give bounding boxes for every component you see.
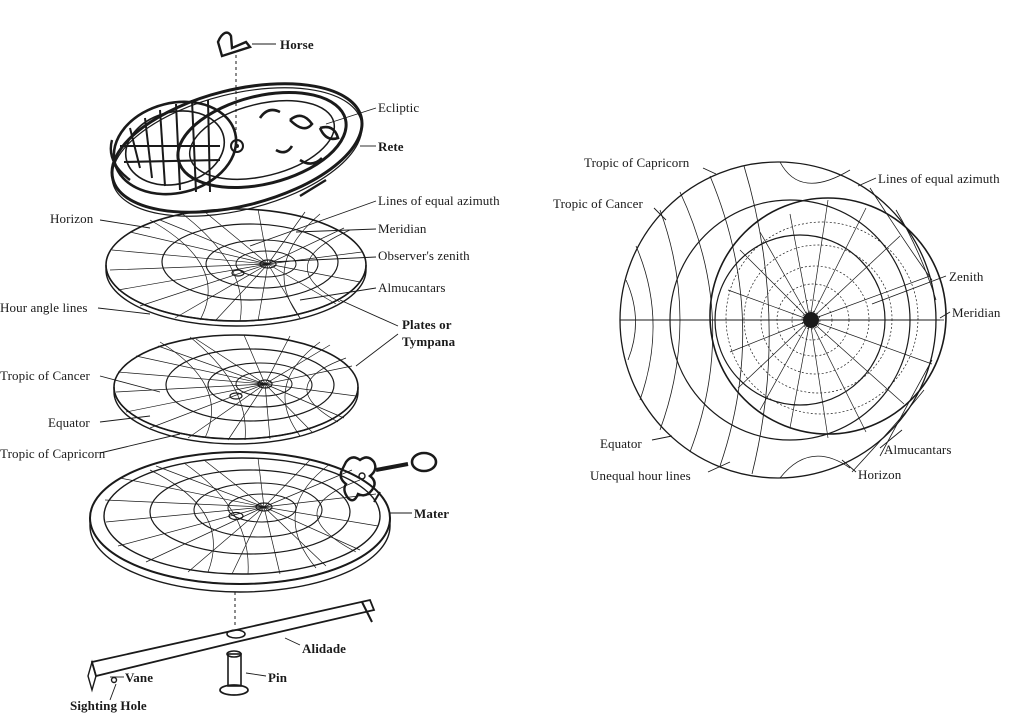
exploded-view [87,31,438,701]
label-unequal-hour-lines: Unequal hour lines [590,468,691,483]
label-lines-equal-azimuth: Lines of equal azimuth [378,193,500,208]
zenith-point [803,312,819,328]
label-meridian-right: Meridian [952,305,1001,320]
plate-view [619,161,951,479]
label-meridian: Meridian [378,221,427,236]
label-rete: Rete [378,139,404,154]
label-tropic-cancer-right: Tropic of Cancer [553,196,643,211]
label-tropic-cancer-left: Tropic of Cancer [0,368,90,383]
label-ecliptic: Ecliptic [378,100,420,115]
pin [219,650,249,696]
label-lines-equal-azimuth-right: Lines of equal azimuth [878,171,1000,186]
plate-top [105,208,367,327]
label-observers-zenith: Observer's zenith [378,248,470,263]
label-equator-right: Equator [600,436,642,451]
unequal-hour-lines [625,161,937,479]
rete [109,82,364,217]
almucantars [725,221,919,415]
label-almucantars: Almucantars [378,280,446,295]
label-sighting-hole: Sighting Hole [70,698,147,713]
label-tropic-capricorn-right: Tropic of Capricorn [584,155,690,170]
label-horse: Horse [280,37,314,52]
label-hour-angle-lines: Hour angle lines [0,300,88,315]
label-pin: Pin [268,670,288,685]
alidade [87,598,376,693]
mater [89,451,438,593]
plate-middle [113,334,359,445]
label-tympana: Tympana [402,334,456,349]
label-horizon-right: Horizon [858,467,902,482]
label-almucantars-right: Almucantars [884,442,952,457]
label-zenith: Zenith [949,269,984,284]
label-alidade: Alidade [302,641,347,656]
label-plates-or: Plates or [402,317,452,332]
label-tropic-capricorn-left: Tropic of Capricorn [0,446,106,461]
label-mater: Mater [414,506,450,521]
label-equator-left: Equator [48,415,90,430]
label-horizon: Horizon [50,211,94,226]
label-vane: Vane [125,670,154,685]
plate-leaders [651,167,951,473]
horse-wedge [216,31,253,58]
exploded-leaders [97,43,412,701]
horizon-circle [709,197,947,435]
